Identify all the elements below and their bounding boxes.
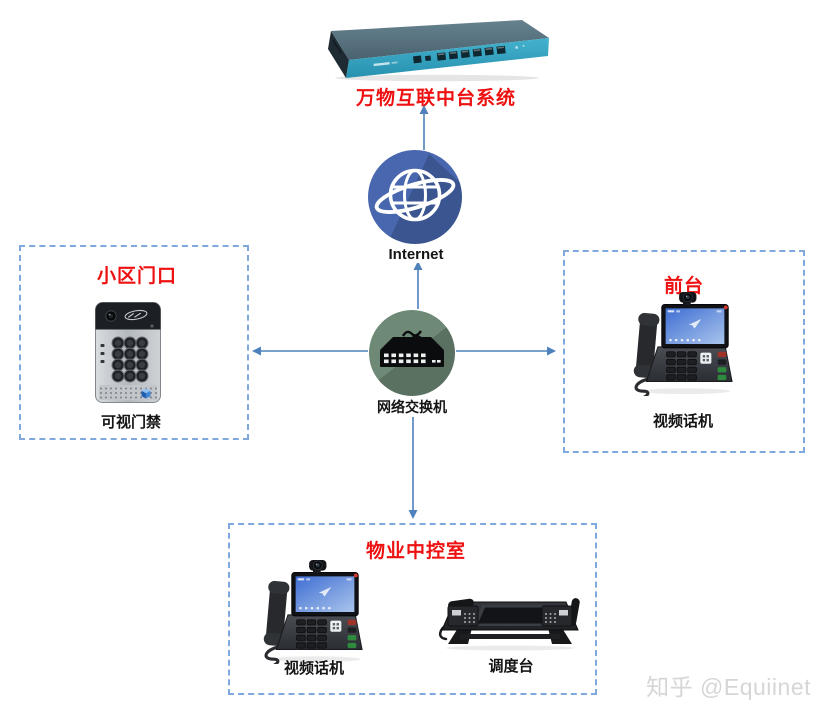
- dispatch-console-label: 调度台: [488, 658, 534, 675]
- control-room-video-phone-label: 视频话机: [283, 660, 345, 677]
- zone-community-gate: [19, 245, 249, 440]
- arrow-up-internet-to-system: [419, 105, 429, 150]
- front-desk-video-phone-image: [633, 292, 733, 396]
- zone-front-desk: [563, 250, 805, 453]
- internet-label: Internet: [386, 246, 446, 263]
- network-switch-icon: [369, 310, 455, 396]
- arrow-up-switch-to-internet: [413, 261, 423, 309]
- control-room-video-phone-image: [263, 560, 363, 664]
- front-desk-video-phone-label: 视频话机: [652, 413, 714, 430]
- system-title: 万物互联中台系统: [355, 88, 517, 109]
- dispatch-console-image: [439, 598, 580, 651]
- zone-title-control-room: 物业中控室: [365, 541, 467, 562]
- zone-title-gate: 小区门口: [96, 266, 178, 287]
- arrow-left-to-gate: [252, 346, 368, 356]
- arrow-right-to-front-desk: [456, 346, 556, 356]
- door-intercom-label: 可视门禁: [100, 414, 162, 431]
- watermark: 知乎 @Equiinet: [646, 674, 811, 700]
- gateway-appliance-image: [328, 20, 549, 82]
- arrow-down-to-control-room: [408, 411, 418, 519]
- zone-control-room: [228, 523, 597, 695]
- zone-title-front-desk: 前台: [663, 276, 705, 297]
- door-intercom-image: [95, 302, 161, 403]
- internet-globe-icon: [368, 150, 462, 244]
- network-switch-label: 网络交换机: [375, 397, 449, 417]
